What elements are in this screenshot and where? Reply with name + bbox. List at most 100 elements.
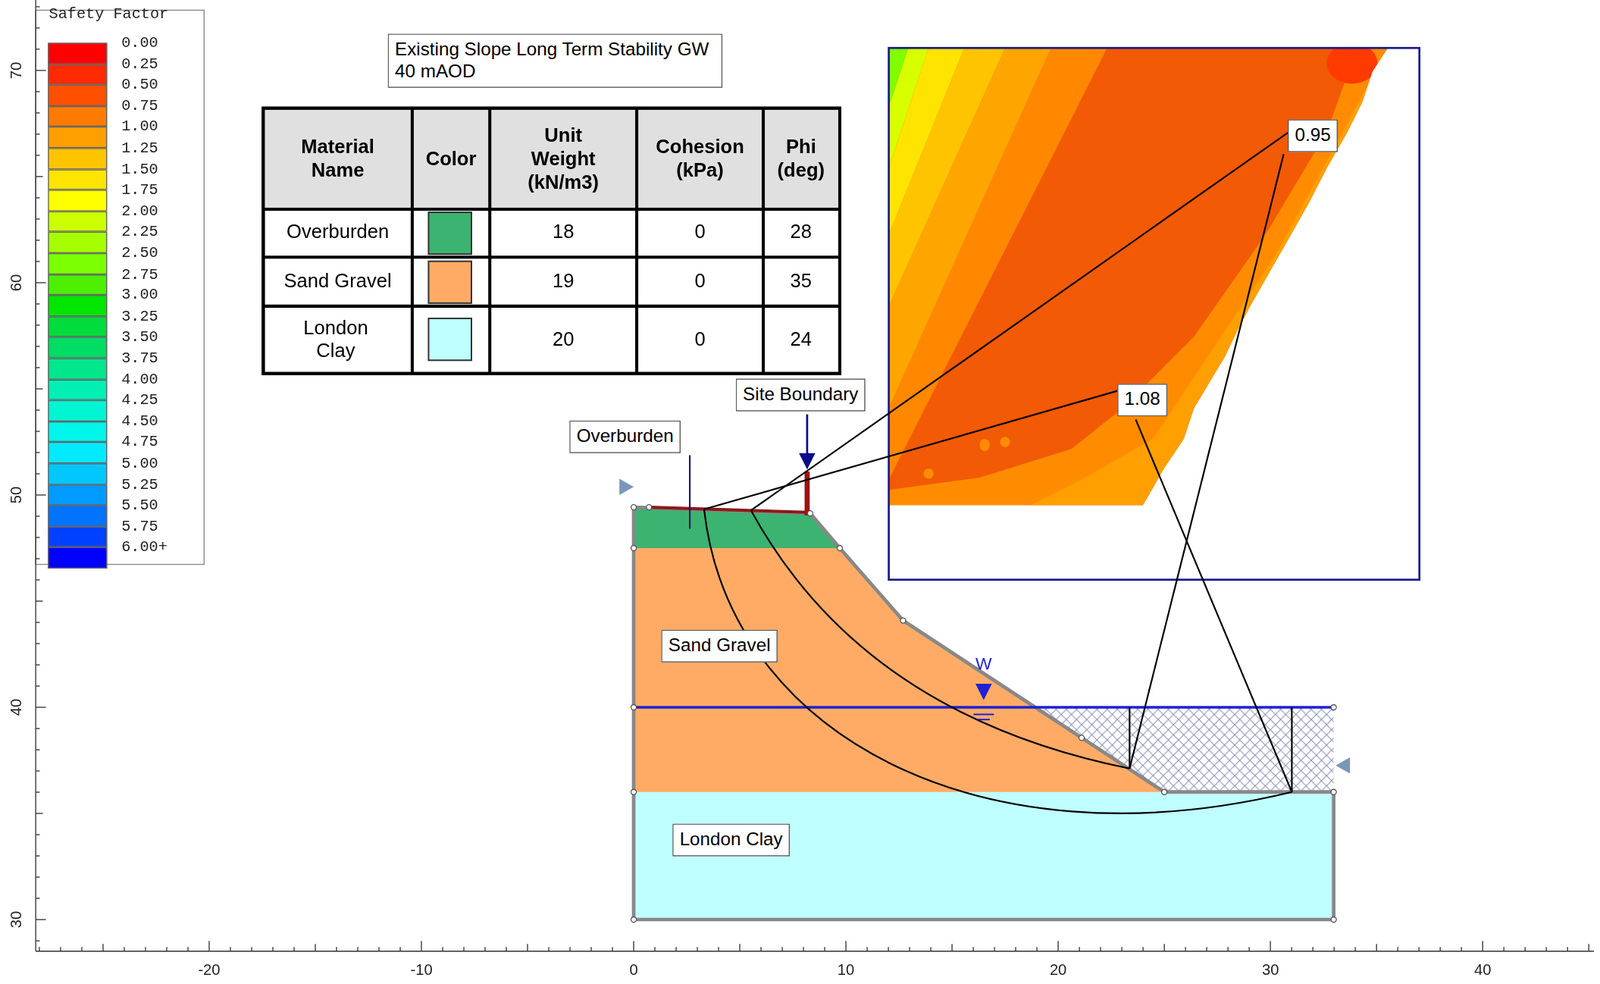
table-grid	[263, 108, 840, 374]
table-cell: 0	[694, 328, 705, 352]
legend-swatch	[47, 484, 107, 506]
table-cell: Phi (deg)	[770, 135, 832, 182]
callout-box: Overburden	[569, 420, 681, 454]
slip-surface	[704, 509, 1292, 814]
london-clay-layer	[633, 792, 1334, 920]
box-text: Overburden	[576, 425, 674, 448]
axis-ticks	[35, 6, 1589, 952]
water-hatch	[1036, 707, 1334, 793]
callout-box: London Clay	[672, 823, 790, 856]
table-header-fill	[264, 109, 839, 208]
legend-swatch	[47, 441, 107, 464]
legend-label: 2.00	[121, 203, 158, 220]
axis-label: -20	[197, 960, 220, 979]
legend-label: 4.75	[121, 435, 158, 451]
axis-label: 60	[6, 274, 26, 292]
surface-line	[648, 507, 808, 513]
legend-swatch	[47, 231, 107, 254]
factor-box: 1.08	[1117, 383, 1168, 417]
water-symbol	[975, 683, 993, 701]
legend-swatch	[47, 190, 107, 212]
legend-label: 1.25	[121, 140, 158, 157]
legend-label: 5.75	[121, 519, 158, 535]
table-cell: Overburden	[266, 221, 409, 245]
callout-box: Site Boundary	[735, 378, 866, 411]
legend-label: 4.00	[121, 372, 158, 388]
water-label: W	[975, 654, 993, 675]
axis-label: -10	[410, 960, 433, 979]
legend-label: 0.50	[121, 78, 158, 94]
box-text: Site Boundary	[742, 383, 858, 406]
legend-swatch	[47, 378, 107, 401]
table-cell: 28	[790, 221, 812, 245]
box-text: London Clay	[679, 828, 783, 851]
legend-label: 1.50	[121, 162, 158, 178]
axis-label: 20	[1049, 960, 1067, 979]
slip-surface	[751, 510, 1130, 769]
legend-swatch	[47, 210, 107, 232]
axis-label: 50	[6, 486, 26, 504]
callout-box: Sand Gravel	[660, 629, 778, 663]
factor-box: 0.95	[1287, 119, 1338, 153]
axes	[35, 0, 1594, 952]
legend-swatch	[47, 147, 107, 170]
legend-label: 0.25	[121, 56, 158, 73]
vertex-markers	[631, 504, 1337, 923]
table-cell: 19	[552, 269, 574, 294]
legend-label: 0.00	[121, 35, 158, 51]
axis-label: 70	[6, 62, 26, 79]
table-cell: Color	[415, 147, 487, 172]
legend-label: 3.25	[121, 309, 158, 325]
legend-frame	[35, 9, 204, 564]
box-text: Sand Gravel	[668, 634, 771, 657]
legend-swatch	[47, 316, 107, 338]
legend-label: 1.00	[121, 119, 158, 135]
slice-line	[1128, 707, 1131, 769]
legend-swatch	[47, 253, 107, 275]
legend-label: 0.75	[121, 98, 158, 114]
site-boundary-line	[804, 471, 811, 516]
material-swatch	[428, 212, 472, 254]
legend-label: 2.50	[121, 245, 158, 261]
table-cell: Sand Gravel	[266, 269, 409, 294]
legend-label: 5.25	[121, 477, 158, 493]
legend-swatch	[47, 526, 107, 548]
legend-label: 3.00	[121, 288, 158, 304]
legend-label: 4.50	[121, 413, 158, 429]
table-cell: 35	[790, 269, 812, 294]
axis-label: 30	[6, 911, 26, 928]
legend-swatch	[47, 84, 107, 107]
model-boundary	[633, 507, 1334, 920]
box-text: 1.08	[1124, 388, 1161, 411]
axis-label: 0	[629, 960, 638, 979]
inset-frame	[889, 47, 1420, 580]
title-box: Existing Slope Long Term Stability GW 40…	[388, 33, 724, 88]
material-swatch	[428, 261, 472, 304]
overburden-layer	[633, 507, 840, 548]
legend-label: 5.50	[121, 497, 158, 514]
table-cell: 24	[790, 328, 812, 352]
legend-swatch	[47, 43, 107, 65]
legend-swatch	[47, 400, 107, 422]
legend-swatch	[47, 505, 107, 527]
table-cell: 18	[552, 221, 574, 245]
axis-label: 40	[6, 698, 26, 716]
legend-swatch	[47, 294, 107, 317]
legend-label: 6.00+	[121, 540, 168, 556]
safety-contour	[889, 43, 1429, 511]
legend-label: 5.00	[121, 456, 158, 472]
legend-swatch	[47, 63, 107, 85]
table-cell: London Clay	[284, 316, 388, 364]
legend-swatch	[47, 547, 107, 569]
slice-line	[1290, 707, 1293, 793]
water-table	[633, 705, 1334, 708]
table-cell: Unit Weight (kN/m3)	[512, 124, 615, 195]
table-cell: Cohesion (kPa)	[644, 135, 757, 182]
axis-label: 30	[1261, 960, 1279, 979]
table-cell: 0	[694, 269, 705, 294]
leader-lines	[689, 132, 1292, 793]
table-cell: 0	[694, 221, 705, 245]
legend-swatch	[47, 358, 107, 380]
legend-swatch	[47, 106, 107, 128]
arrow-head	[798, 453, 816, 470]
